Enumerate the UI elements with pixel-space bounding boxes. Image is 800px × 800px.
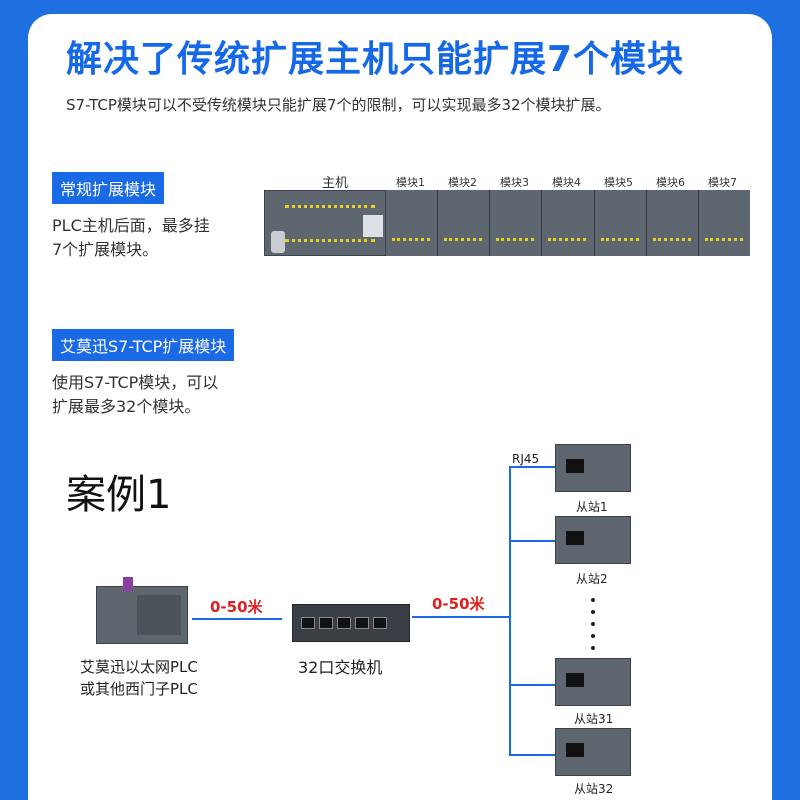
section2-desc-line1: 使用S7-TCP模块，可以 [52, 373, 219, 392]
ellipsis-dot [591, 634, 595, 638]
page-title: 解决了传统扩展主机只能扩展7个模块 [66, 39, 685, 80]
host-unit [264, 190, 386, 256]
station-label: 从站2 [576, 572, 608, 586]
module-unit [490, 190, 543, 256]
section1-desc-line1: PLC主机后面，最多挂 [52, 216, 210, 235]
ellipsis-dot [591, 610, 595, 614]
module-label: 模块4 [552, 176, 581, 189]
ellipsis-dot [591, 646, 595, 650]
module-label: 模块1 [396, 176, 425, 189]
host-label: 主机 [322, 176, 349, 191]
section2-badge: 艾莫迅S7-TCP扩展模块 [52, 329, 235, 361]
page-subtitle: S7-TCP模块可以不受传统模块只能扩展7个的限制，可以实现最多32个模块扩展。 [66, 96, 611, 114]
module-label: 模块5 [604, 176, 633, 189]
station-label: 从站31 [574, 712, 614, 726]
slave-station-image [555, 658, 631, 706]
plc-rack-image: 主机 模块1 模块2 模块3 模块4 模块5 模块6 模块7 [264, 170, 750, 265]
module-unit [542, 190, 595, 256]
plc-label-line2: 或其他西门子PLC [80, 680, 198, 698]
module-label: 模块2 [448, 176, 477, 189]
connection-line [192, 618, 282, 620]
plc-device-image [96, 577, 188, 644]
connection-line [412, 616, 510, 618]
branch-line [509, 754, 555, 756]
section2-desc-line2: 扩展最多32个模块。 [52, 397, 201, 416]
station-label: 从站32 [574, 782, 614, 796]
branch-line [509, 466, 555, 468]
module-unit [698, 190, 750, 256]
station-label: 从站1 [576, 500, 608, 514]
switch-label: 32口交换机 [298, 658, 383, 677]
plc-label-line1: 艾莫迅以太网PLC [80, 658, 198, 676]
branch-line [509, 540, 555, 542]
section1-badge: 常规扩展模块 [52, 172, 165, 204]
module-label: 模块3 [500, 176, 529, 189]
bus-line [509, 466, 511, 756]
module-unit [386, 190, 439, 256]
module-unit [646, 190, 699, 256]
network-switch-image [292, 604, 410, 642]
ellipsis-dot [591, 598, 595, 602]
slave-station-image [555, 516, 631, 564]
slave-station-image [555, 444, 631, 492]
plc-label: 艾莫迅以太网PLC 或其他西门子PLC [80, 656, 198, 700]
case-title: 案例1 [66, 472, 172, 518]
section1-desc-line2: 7个扩展模块。 [52, 240, 159, 259]
content-card [28, 14, 772, 800]
module-unit [594, 190, 647, 256]
module-unit [438, 190, 491, 256]
ellipsis-dot [591, 622, 595, 626]
distance-label: 0-50米 [432, 595, 485, 613]
module-label: 模块6 [656, 176, 685, 189]
rj45-label: RJ45 [512, 452, 540, 466]
section1-description: PLC主机后面，最多挂 7个扩展模块。 [52, 214, 210, 262]
section2-description: 使用S7-TCP模块，可以 扩展最多32个模块。 [52, 371, 218, 419]
module-label: 模块7 [708, 176, 737, 189]
branch-line [509, 684, 555, 686]
slave-station-image [555, 728, 631, 776]
distance-label: 0-50米 [210, 598, 263, 616]
expansion-modules [386, 190, 750, 256]
